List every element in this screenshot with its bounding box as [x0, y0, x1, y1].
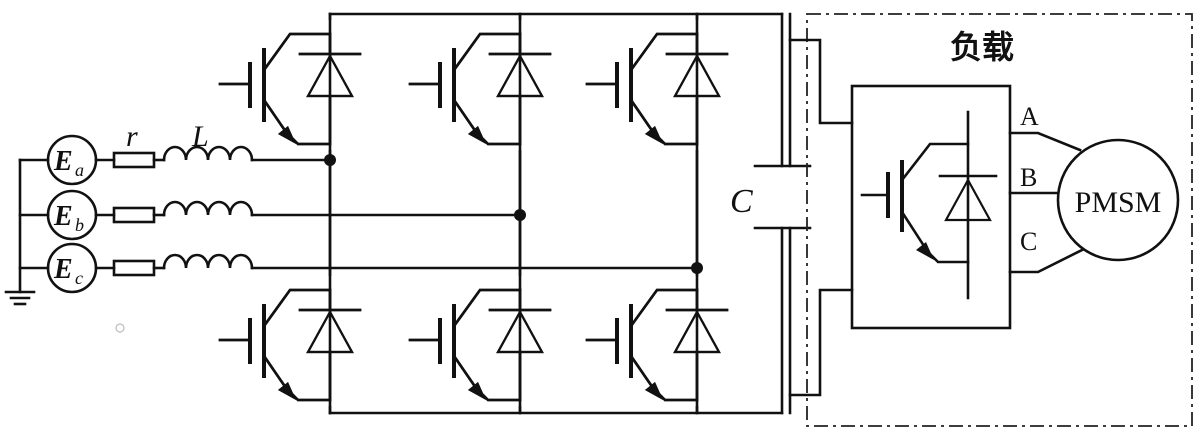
junction-a [324, 154, 336, 166]
source-b: E b [46, 189, 98, 241]
rl-branch-b [94, 200, 254, 224]
dc-link-capacitor [753, 12, 812, 415]
source-c: E c [46, 242, 98, 294]
junction-b [514, 209, 526, 221]
inverter-box [850, 84, 1012, 330]
svg-text:E: E [53, 254, 73, 285]
inverter-switch [860, 110, 998, 300]
svg-text:E: E [53, 146, 73, 177]
junction-c [691, 262, 703, 274]
phase-b-label: B [1020, 163, 1037, 192]
phase-a-label: A [1020, 102, 1039, 131]
capacitor-label: C [730, 183, 753, 220]
resistor-label: r [126, 120, 138, 153]
svg-text:b: b [75, 215, 84, 235]
rl-branch-c [94, 253, 254, 277]
svg-text:E: E [53, 201, 73, 232]
motor [1056, 138, 1180, 262]
inductor-label: L [191, 120, 209, 153]
phase-c-motor-line [1008, 248, 1084, 274]
source-a: E a [46, 134, 98, 186]
rl-branch-a [94, 145, 254, 169]
load-feed-negative [788, 288, 854, 397]
load-feed-positive [788, 38, 854, 125]
phase-c-label: C [1020, 227, 1037, 256]
motor-label: PMSM [1075, 186, 1162, 219]
ground-icon [4, 158, 50, 306]
phase-a-motor-line [1008, 131, 1082, 152]
stray-dot [115, 323, 125, 333]
svg-text:c: c [75, 268, 83, 288]
svg-text:a: a [75, 160, 84, 180]
load-boundary [806, 13, 1193, 427]
load-label: 负载 [950, 28, 1014, 66]
